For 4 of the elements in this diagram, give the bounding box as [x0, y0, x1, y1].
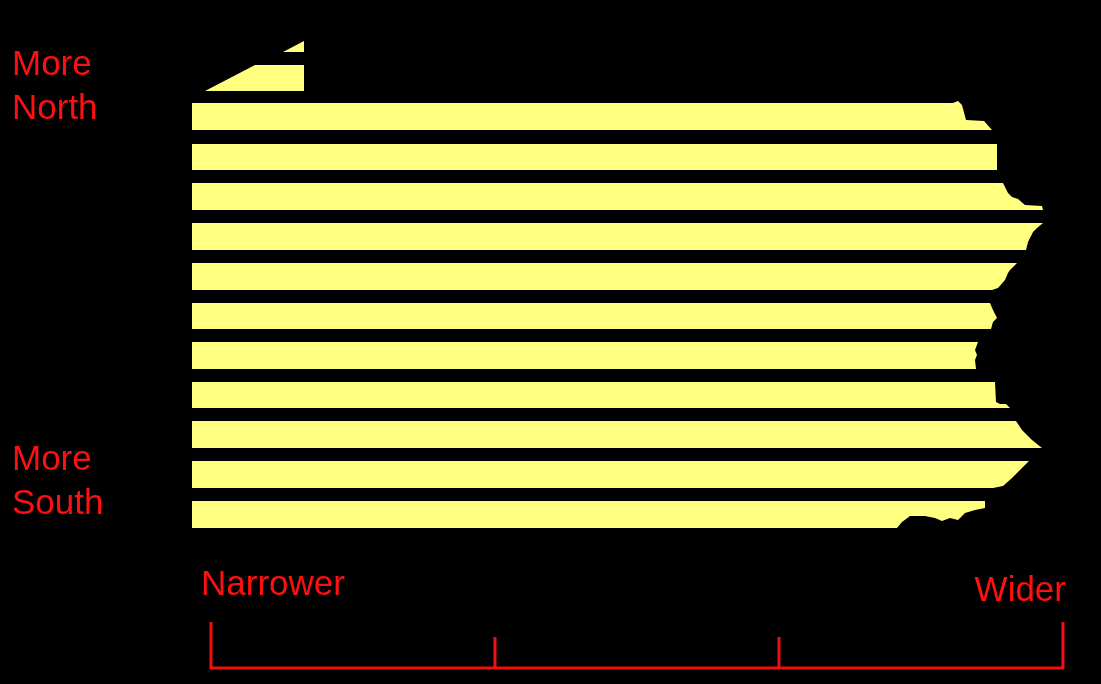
scale-label: Wider: [974, 568, 1066, 610]
direction-label: More South: [12, 437, 105, 523]
scale-label: Narrower: [201, 562, 345, 604]
direction-label: More North: [12, 42, 99, 128]
